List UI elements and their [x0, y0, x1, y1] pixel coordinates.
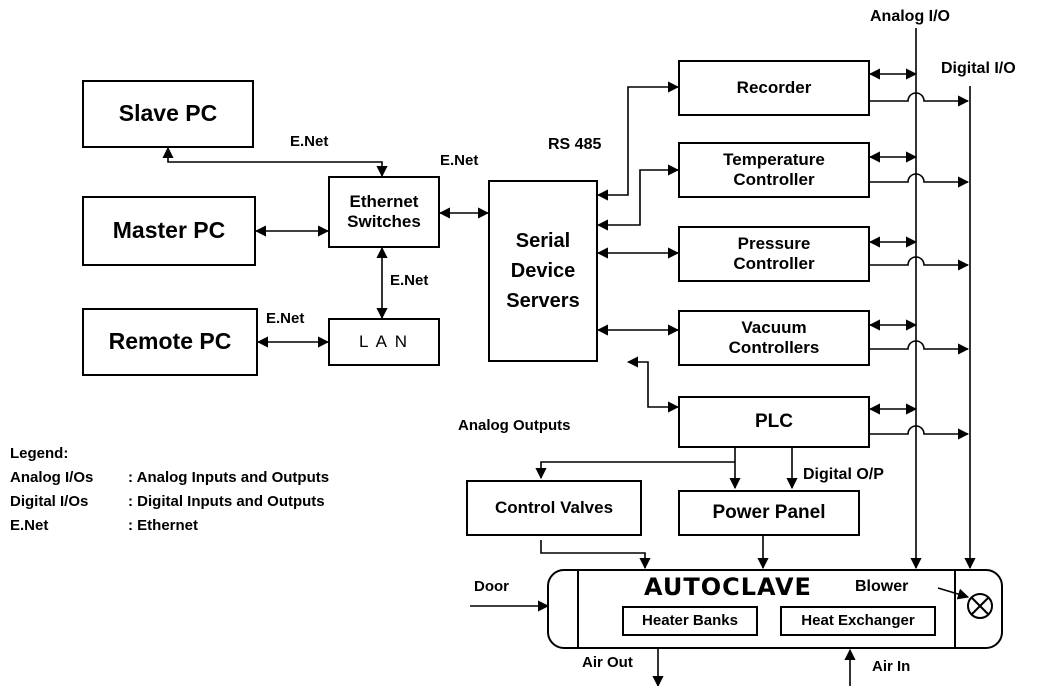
- vacuum-controllers-box: Vacuum Controllers: [678, 310, 870, 366]
- rs485-recorder-line: [596, 81, 680, 201]
- blower-icon: [967, 593, 993, 619]
- remote-pc-box: Remote PC: [82, 308, 258, 376]
- legend-row: Analog I/Os : Analog Inputs and Outputs: [10, 466, 329, 490]
- analog-io-label: Analog I/O: [870, 8, 950, 25]
- legend: Legend: Analog I/Os : Analog Inputs and …: [10, 442, 329, 538]
- serial-line1: Serial: [515, 230, 571, 252]
- legend-value: : Digital Inputs and Outputs: [128, 493, 325, 510]
- lan-box: L A N: [328, 318, 440, 366]
- air-out-label: Air Out: [582, 654, 633, 671]
- enet-slave-line: [162, 146, 388, 178]
- temp-line2: Controller: [733, 170, 815, 189]
- rs485-label: RS 485: [548, 136, 602, 153]
- temperature-controller-box: Temperature Controller: [678, 142, 870, 198]
- door-label: Door: [474, 578, 509, 595]
- legend-key: E.Net: [10, 517, 49, 534]
- serial-device-servers-box: Serial Device Servers: [488, 180, 598, 362]
- serial-line3: Servers: [506, 290, 580, 312]
- analog-outputs-label: Analog Outputs: [458, 417, 571, 434]
- air-in-label: Air In: [872, 658, 911, 675]
- ethernet-switches-line1: Ethernet: [349, 191, 419, 211]
- enet-label-remote: E.Net: [266, 310, 305, 327]
- pressure-controller-box: Pressure Controller: [678, 226, 870, 282]
- enet-label-mid: E.Net: [440, 152, 479, 169]
- control-valves-box: Control Valves: [466, 480, 642, 536]
- autoclave-title: AUTOCLAVE: [644, 573, 812, 601]
- blower-label: Blower: [855, 578, 909, 595]
- ethernet-switches-box: Ethernet Switches: [328, 176, 440, 248]
- legend-row: Digital I/Os : Digital Inputs and Output…: [10, 490, 329, 514]
- ethernet-switches-line2: Switches: [347, 212, 421, 231]
- autoclave-vessel: [547, 569, 1003, 649]
- recorder-box: Recorder: [678, 60, 870, 116]
- enet-label-vertical: E.Net: [390, 272, 429, 289]
- legend-key: Analog I/Os: [10, 469, 94, 486]
- legend-value: : Analog Inputs and Outputs: [128, 469, 330, 486]
- temp-line1: Temperature: [723, 149, 825, 169]
- legend-title: Legend:: [10, 445, 69, 462]
- vacuum-line1: Vacuum: [741, 317, 807, 337]
- digital-io-label: Digital I/O: [941, 60, 1016, 77]
- heat-exchanger-box: Heat Exchanger: [780, 606, 936, 636]
- pressure-line2: Controller: [733, 254, 815, 273]
- enet-label-top: E.Net: [290, 133, 329, 150]
- power-panel-box: Power Panel: [678, 490, 860, 536]
- master-pc-box: Master PC: [82, 196, 256, 266]
- rs485-plc-line: [626, 356, 680, 413]
- serial-line2: Device: [510, 260, 576, 282]
- slave-pc-box: Slave PC: [82, 80, 254, 148]
- vacuum-line2: Controllers: [728, 338, 820, 357]
- legend-key: Digital I/Os: [10, 493, 89, 510]
- pressure-line1: Pressure: [737, 233, 811, 253]
- legend-value: : Ethernet: [128, 517, 199, 534]
- rs485-temp-line: [596, 164, 680, 231]
- digital-op-label: Digital O/P: [803, 466, 884, 483]
- plc-box: PLC: [678, 396, 870, 448]
- heater-banks-box: Heater Banks: [622, 606, 758, 636]
- legend-row: E.Net : Ethernet: [10, 514, 329, 538]
